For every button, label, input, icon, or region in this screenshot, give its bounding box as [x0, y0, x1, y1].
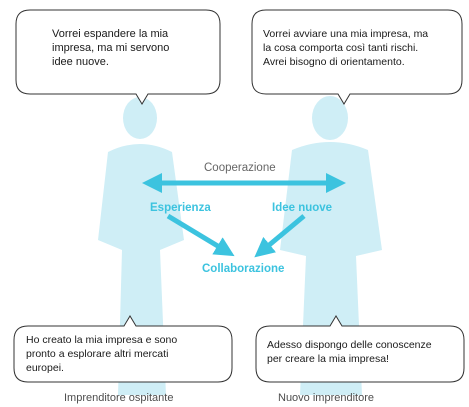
bottom-left-bubble-text: Ho creato la mia impresa e sono pronto a… [26, 333, 177, 375]
bubble-line: idee nuove. [52, 56, 109, 68]
bubble-line: Ho creato la mia impresa e sono [26, 334, 178, 346]
top-right-bubble-text: Vorrei avviare una mia impresa, ma la co… [263, 27, 428, 69]
collaboration-label: Collaborazione [202, 263, 285, 275]
bubble-line: Vorrei espandere la mia [52, 28, 169, 40]
top-left-bubble-text: Vorrei espandere la mia impresa, ma mi s… [52, 27, 169, 69]
top-right-speech-bubble [251, 9, 463, 105]
experience-arrow [166, 213, 235, 257]
new-ideas-label: Idee nuove [272, 202, 333, 214]
bottom-right-bubble-text: Adesso dispongo delle conoscenze per cre… [267, 338, 432, 366]
top-left-speech-bubble [15, 9, 221, 105]
new-entrepreneur-label: Nuovo imprenditore [278, 392, 374, 404]
bubble-line: Avrei bisogno di orientamento. [263, 56, 405, 68]
bubble-line: europei. [26, 362, 64, 374]
bubble-line: per creare la mia impresa! [267, 353, 389, 365]
bubble-line: Vorrei avviare una mia impresa, ma [263, 28, 429, 40]
bubble-line: la cosa comporta così tanti rischi. [263, 42, 419, 54]
new-ideas-arrow [254, 214, 306, 258]
cooperation-label: Cooperazione [204, 162, 276, 174]
bubble-line: impresa, ma mi servono [52, 42, 170, 54]
bottom-left-speech-bubble [13, 315, 233, 383]
bottom-right-speech-bubble [255, 315, 465, 383]
bubble-line: pronto a esplorare altri mercati [26, 348, 169, 360]
host-entrepreneur-label: Imprenditore ospitante [64, 392, 174, 404]
experience-label: Esperienza [150, 202, 211, 214]
bubble-line: Adesso dispongo delle conoscenze [267, 339, 432, 351]
